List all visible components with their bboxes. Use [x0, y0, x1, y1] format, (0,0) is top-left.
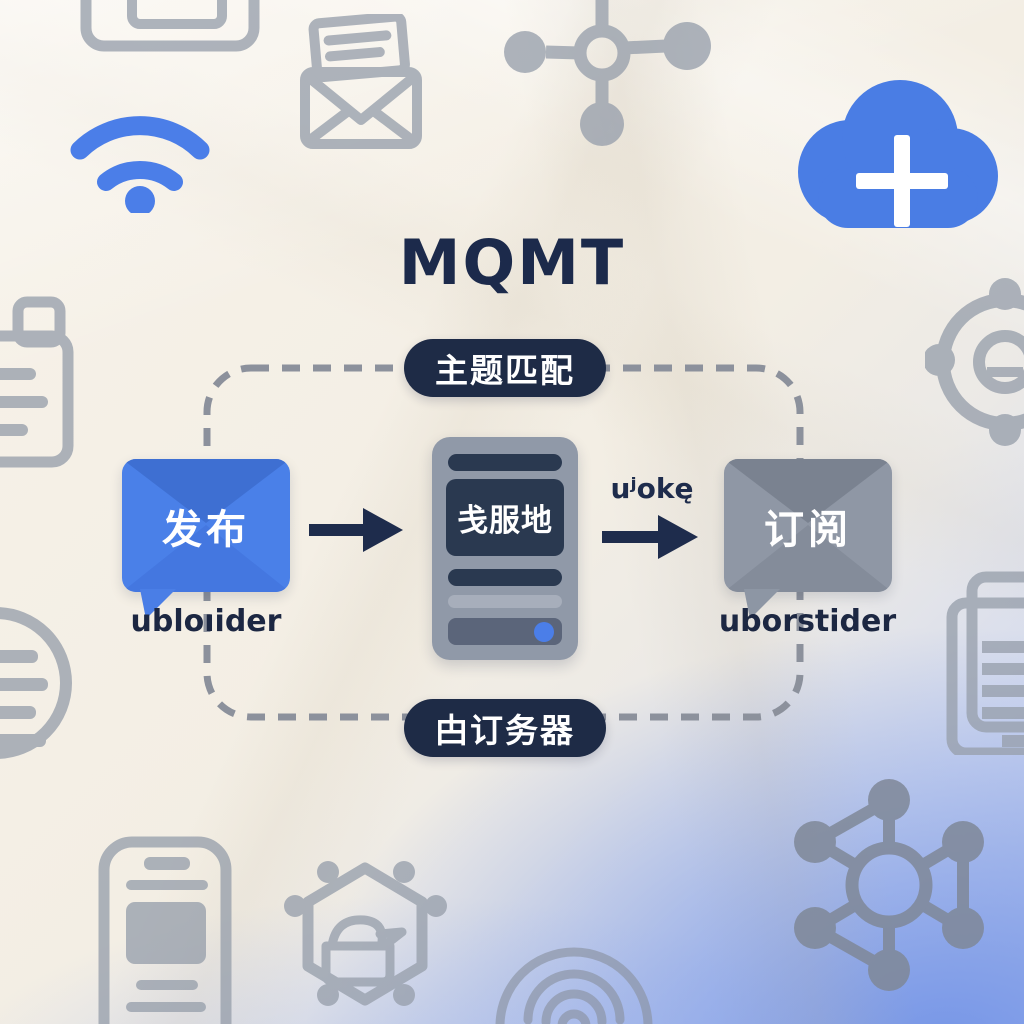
cloud-plus-icon	[798, 80, 998, 228]
broker-badge-label: 甴订务器	[435, 711, 575, 750]
arrow-publisher-to-broker	[309, 508, 403, 552]
publisher-bubble: 发布	[122, 459, 290, 619]
wifi-icon	[70, 116, 210, 213]
topic-match-badge: 主题匹配	[404, 339, 606, 397]
subscriber-bubble: 订阅	[724, 459, 892, 619]
server-screen: 戋服地	[446, 479, 564, 556]
topic-match-badge-label: 主题匹配	[435, 351, 575, 390]
subscriber-bubble-body: 订阅	[724, 459, 892, 592]
page-title: MQMT	[398, 226, 626, 299]
hexagon-nodes-icon	[284, 861, 447, 1006]
envelope-fold-decoration	[724, 459, 892, 592]
broker-badge: 甴订务器	[404, 699, 606, 757]
server-vent-bar	[448, 595, 562, 608]
ripple-icon	[495, 947, 653, 1024]
server-slot-bar	[448, 454, 562, 471]
network-hub-icon	[504, 0, 711, 146]
clipboard-icon	[0, 296, 74, 468]
broker-server: 戋服地	[432, 437, 578, 660]
server-led-indicator	[534, 621, 554, 642]
molecule-icon	[794, 779, 984, 991]
arrow-label: uʲokę	[610, 472, 694, 505]
publisher-bubble-text: 发布	[162, 506, 250, 553]
subscriber-bubble-tail	[744, 589, 780, 619]
list-circle-icon	[0, 607, 72, 759]
envelope-fold-decoration	[122, 459, 290, 592]
arrow-broker-to-subscriber	[602, 515, 698, 559]
server-slot-bar	[448, 569, 562, 586]
subscriber-label: uborstider	[718, 604, 897, 639]
subscriber-bubble-text: 订阅	[764, 506, 852, 553]
server-drive-bay	[448, 618, 562, 645]
publisher-bubble-tail	[140, 589, 176, 619]
globe-hub-icon	[925, 278, 1024, 446]
phone-icon	[98, 836, 232, 1024]
open-envelope-icon	[300, 14, 422, 149]
card-outline-icon	[80, 0, 260, 52]
publisher-label: ubloıider	[130, 604, 282, 639]
server-screen-text: 戋服地	[457, 503, 553, 539]
documents-icon	[946, 571, 1024, 755]
publisher-bubble-body: 发布	[122, 459, 290, 592]
